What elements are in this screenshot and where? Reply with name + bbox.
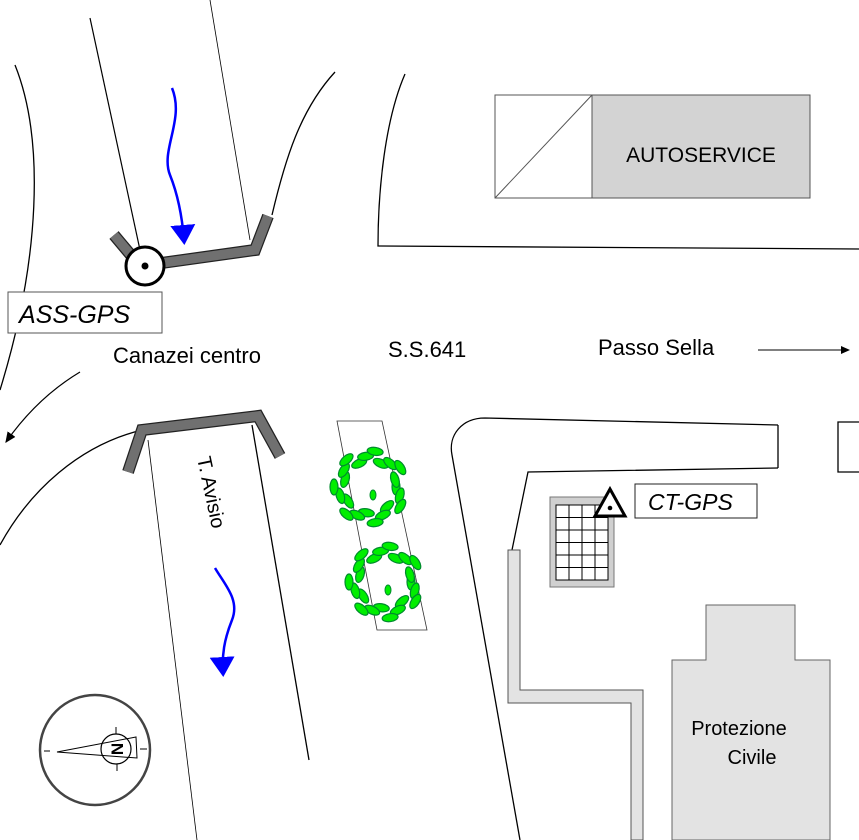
compass-icon: N (38, 693, 152, 807)
tree-icon (344, 541, 422, 623)
road-label: S.S.641 (388, 337, 466, 362)
ct-gps-label: CT-GPS (648, 489, 733, 515)
tree-icon (329, 446, 407, 528)
svg-text:N: N (108, 743, 127, 755)
direction-arrow-canazei (5, 371, 81, 443)
canazei-label: Canazei centro (113, 343, 261, 368)
road-edge-lower-right-outer (450, 417, 779, 840)
ass-gps-label-box (7, 291, 163, 334)
autoservice-label: AUTOSERVICE (626, 144, 776, 167)
river-bank-lower-left (147, 439, 198, 840)
road-edge-upper-mid (271, 71, 336, 216)
passo-sella-label: Passo Sella (598, 335, 715, 360)
protezione-label-line1: Protezione (691, 718, 787, 740)
small-building-right (837, 421, 859, 473)
bridge-upper (109, 213, 274, 273)
gps-station-circle-icon[interactable] (124, 245, 166, 287)
building-annex (494, 94, 593, 199)
ass-gps-label: ASS-GPS (17, 301, 130, 329)
flow-arrow-icon (209, 567, 236, 677)
road-edge-left (0, 64, 35, 391)
river-label: T. Avisio (192, 454, 229, 530)
road-edge-lower-left (0, 429, 143, 546)
protezione-civile-building (671, 604, 831, 840)
flow-arrow-icon (166, 87, 196, 245)
river-bank-lower-right (251, 424, 310, 761)
wall (507, 549, 644, 840)
protezione-label-line2: Civile (728, 747, 777, 769)
trees (329, 446, 422, 623)
road-edge-lower-right-inner (511, 467, 779, 551)
river-bank-upper-left (89, 17, 141, 251)
road-edge-upper-right (377, 73, 859, 250)
autoservice-building (591, 94, 811, 199)
ct-gps-label-box (634, 483, 758, 519)
gps-station-triangle-icon[interactable] (592, 485, 628, 518)
bridge-lower (122, 409, 286, 474)
river-bank-upper-right (209, 0, 251, 241)
